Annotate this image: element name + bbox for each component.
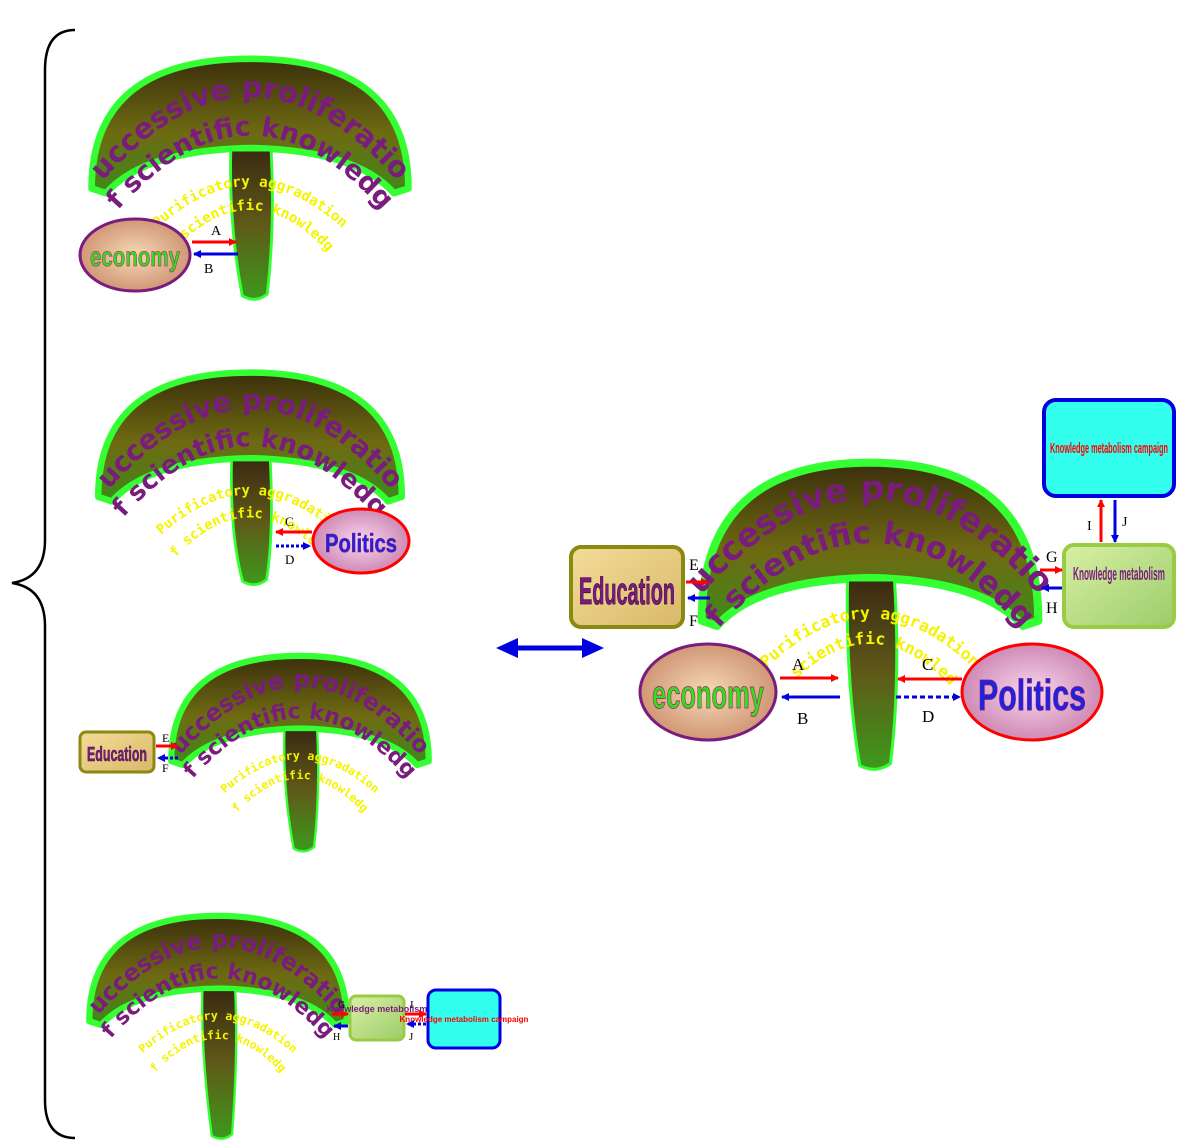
left-brace <box>11 28 76 1140</box>
svg-text:Politics: Politics <box>325 528 397 558</box>
main-label-H: H <box>1046 600 1058 617</box>
metabolism-node: Knowledge metabolism <box>1062 543 1176 629</box>
politics-node: Politics <box>960 642 1104 742</box>
label-A: A <box>211 224 222 239</box>
svg-text:Knowledge metabolism: Knowledge metabolism <box>327 1004 428 1014</box>
economy-node: economy <box>638 642 778 742</box>
main-label-J: J <box>1122 515 1128 530</box>
mushroom-education: Successive proliferation of scientific k… <box>164 652 436 853</box>
svg-text:Education: Education <box>87 744 147 766</box>
label-I-small: I <box>410 999 414 1011</box>
label-B: B <box>204 262 213 277</box>
main-label-D: D <box>922 707 934 726</box>
main-mushroom-cap <box>697 458 1043 630</box>
label-G-small: G <box>338 1000 345 1011</box>
svg-text:Knowledge metabolism campaign: Knowledge metabolism campaign <box>400 1015 529 1024</box>
svg-text:Education: Education <box>579 571 675 613</box>
mushroom-cap <box>88 55 412 197</box>
main-mushroom-stem <box>845 578 899 771</box>
main-label-C: C <box>922 655 933 674</box>
education-node-small: Education <box>78 730 156 774</box>
main-label-I: I <box>1087 519 1092 534</box>
label-J-small: J <box>409 1031 414 1043</box>
education-node: Education <box>569 545 685 629</box>
label-E: E <box>162 731 169 745</box>
svg-text:Knowledge metabolism campaign: Knowledge metabolism campaign <box>1050 440 1168 457</box>
svg-text:economy: economy <box>652 673 764 717</box>
mushroom-politics: Successive proliferation of scientific k… <box>90 369 411 587</box>
label-C: C <box>285 514 294 529</box>
metabolism-node-small: Knowledge metabolism <box>327 994 428 1042</box>
mushroom-metabolism: Successive proliferation of scientific k… <box>82 912 354 1140</box>
campaign-node: Knowledge metabolism campaign <box>1042 398 1176 498</box>
svg-text:Knowledge metabolism: Knowledge metabolism <box>1073 564 1165 584</box>
main-label-G: G <box>1046 549 1058 566</box>
main-label-B: B <box>797 709 808 728</box>
mushroom-stem <box>229 148 274 301</box>
label-H-small: H <box>333 1032 340 1043</box>
svg-text:economy: economy <box>90 241 180 272</box>
main-label-E: E <box>689 557 699 574</box>
economy-node-small: economy <box>78 217 192 293</box>
label-D: D <box>285 552 294 567</box>
double-arrow <box>496 638 604 658</box>
svg-text:Politics: Politics <box>978 671 1086 720</box>
politics-node-small: Politics <box>311 507 411 575</box>
main-label-F: F <box>689 613 698 630</box>
campaign-node-small: Knowledge metabolism campaign <box>400 988 529 1050</box>
label-F: F <box>162 761 169 775</box>
main-label-A: A <box>792 655 805 674</box>
